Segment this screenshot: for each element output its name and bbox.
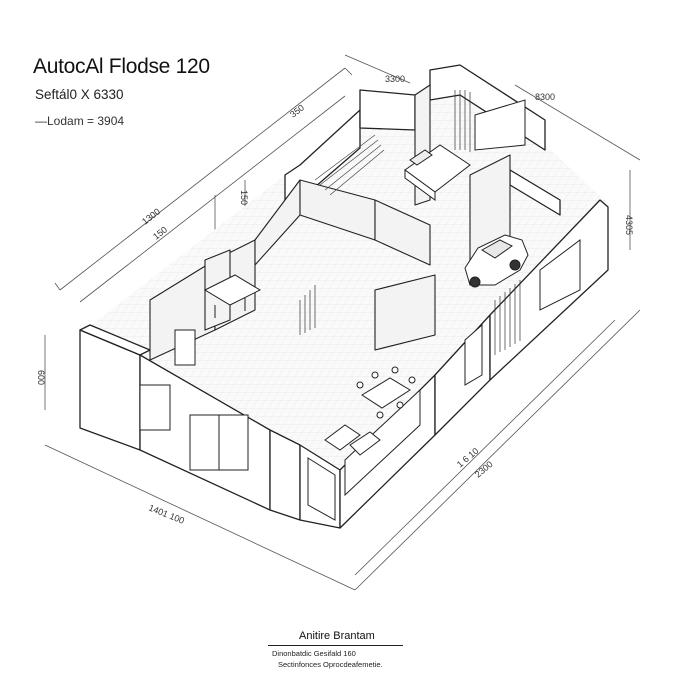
drawing-title: AutocAl Flodse 120 [33, 55, 210, 78]
dimension-label: 150 [239, 190, 249, 205]
dimension-label: 1 6 10 [455, 446, 481, 470]
title-block-line: Sectinfonces Oprocdeafemetie. [278, 660, 383, 669]
drawing-note: —Lodam = 3904 [35, 114, 125, 128]
dimension-lines [44, 54, 641, 591]
windows [139, 99, 581, 521]
bed [404, 144, 471, 201]
window [464, 323, 483, 386]
dimension-label: 150 [151, 224, 169, 241]
lounge-seating [324, 424, 381, 456]
dimension-label: 3300 [385, 74, 405, 84]
window [139, 384, 171, 431]
window [539, 239, 581, 311]
dimension-label: 350 [288, 102, 306, 119]
rear-stairs [314, 134, 385, 196]
dimension-label: 600 [36, 370, 46, 385]
window [474, 99, 526, 151]
kitchen-counter [203, 274, 262, 318]
title-block-name: Anitire Brantam [299, 630, 375, 642]
dining-table [356, 366, 416, 419]
dimension-label: 2300 [473, 459, 495, 480]
window [307, 457, 336, 521]
title-block-rule [268, 645, 403, 646]
dimension-label: 1401 100 [147, 503, 186, 526]
window [174, 329, 196, 366]
car-icon [464, 234, 529, 288]
drawing-subtitle: Seftál0 X 6330 [35, 87, 124, 102]
louvered-doors [299, 90, 521, 355]
dimension-label: 1300 [140, 206, 162, 226]
window [344, 388, 421, 497]
dimension-label: 8300 [535, 92, 555, 102]
dimension-label: 4305 [624, 215, 634, 235]
title-block-line: Dinonbatdic Gesifald 160 [272, 649, 356, 658]
